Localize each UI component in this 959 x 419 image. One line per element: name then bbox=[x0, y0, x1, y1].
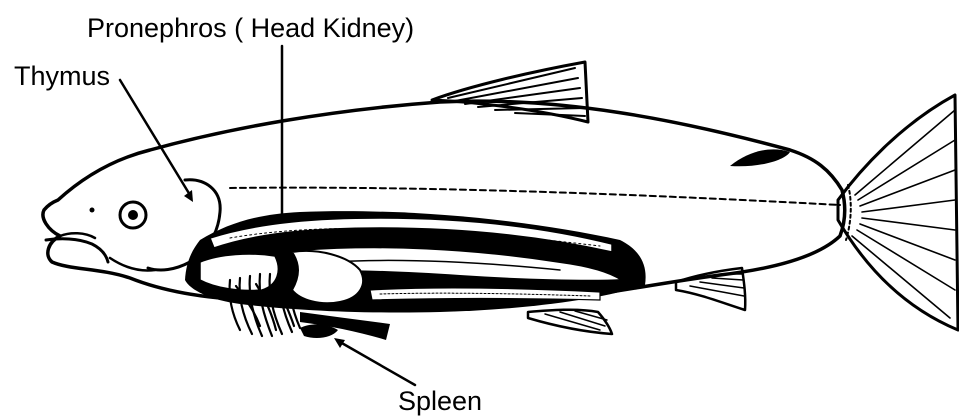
visceral-cavity bbox=[185, 211, 646, 312]
label-thymus: Thymus bbox=[14, 61, 110, 91]
lateral-line bbox=[230, 188, 840, 205]
anal-fin bbox=[676, 268, 745, 310]
dorsal-fin bbox=[432, 62, 588, 122]
label-spleen: Spleen bbox=[398, 386, 482, 416]
caudal-fin bbox=[838, 95, 958, 330]
mouth bbox=[46, 239, 108, 262]
label-pronephros: Pronephros ( Head Kidney) bbox=[87, 13, 414, 43]
nostril bbox=[90, 208, 95, 213]
eye bbox=[120, 202, 146, 228]
pelvic-fin bbox=[528, 310, 612, 334]
adipose-fin bbox=[730, 149, 790, 166]
